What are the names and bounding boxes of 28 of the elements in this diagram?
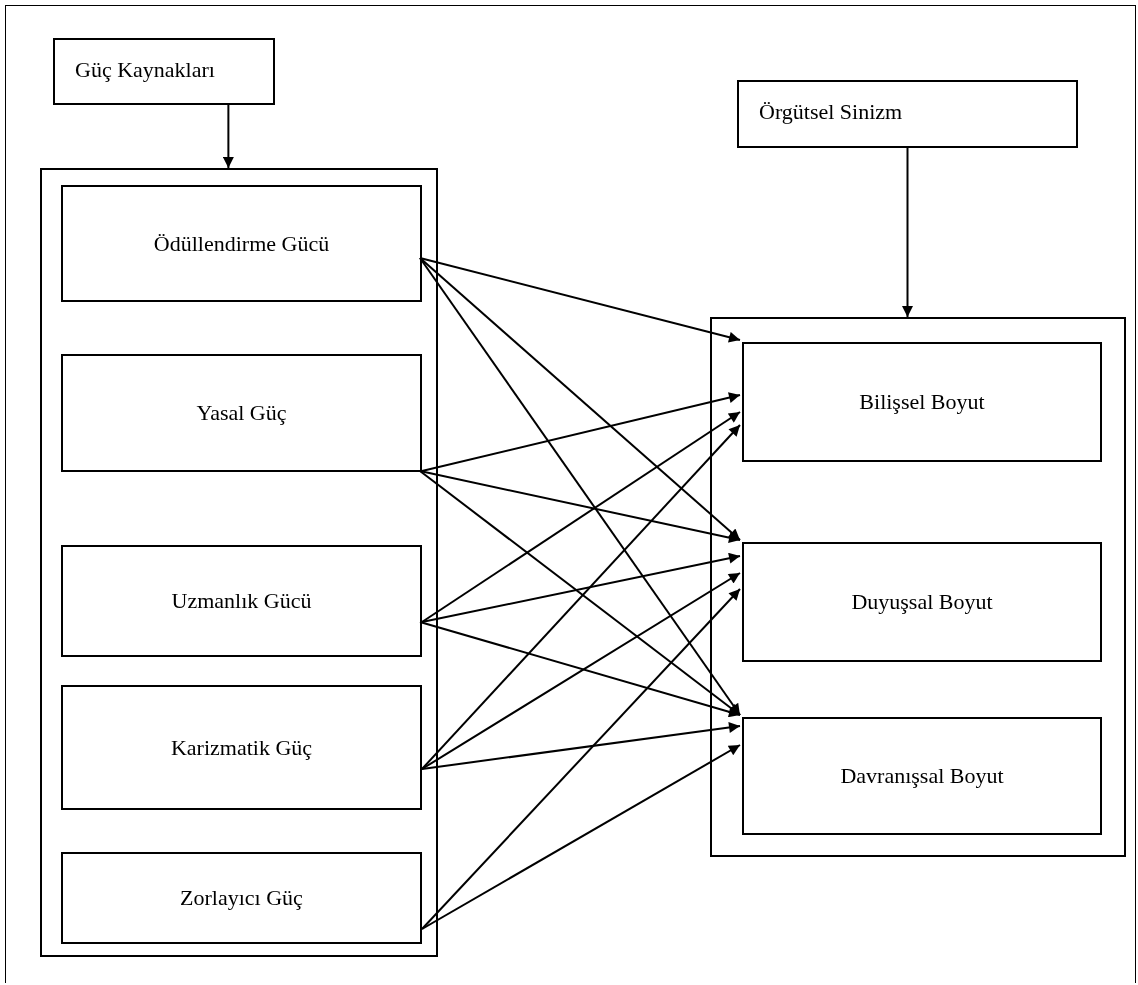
text-box: Duyuşsal Boyut [742, 542, 1102, 662]
arrow [421, 552, 741, 623]
arrow [421, 722, 741, 770]
arrow [421, 572, 741, 770]
text-box: Yasal Güç [61, 354, 422, 472]
text-box: Güç Kaynakları [53, 38, 275, 105]
arrow [222, 104, 234, 169]
text-box: Uzmanlık Gücü [61, 545, 422, 657]
text-box: Davranışsal Boyut [742, 717, 1102, 835]
arrow [902, 147, 913, 318]
arrow [419, 257, 741, 343]
text-box: Örgütsel Sinizm [737, 80, 1078, 148]
text-box: Bilişsel Boyut [742, 342, 1102, 462]
group-box [710, 317, 1126, 857]
arrow [419, 470, 741, 716]
text-box: Zorlayıcı Güç [61, 852, 422, 944]
arrow [421, 411, 741, 623]
arrow [419, 621, 741, 718]
arrow [421, 744, 741, 930]
arrow [421, 424, 741, 770]
text-box: Ödüllendirme Gücü [61, 185, 422, 302]
arrow [419, 470, 741, 544]
arrow [419, 257, 741, 541]
arrow [419, 257, 741, 716]
arrow [421, 588, 741, 930]
group-box [40, 168, 438, 957]
text-box: Karizmatik Güç [61, 685, 422, 810]
arrow [421, 392, 741, 472]
